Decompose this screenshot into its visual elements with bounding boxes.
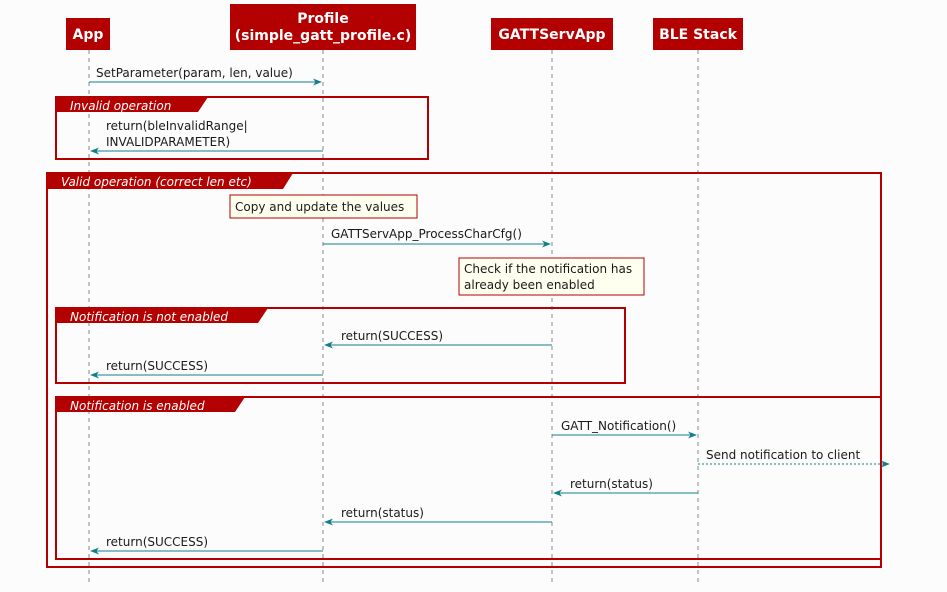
participant-gattservapp: GATTServApp — [491, 18, 613, 50]
message-return-success-profile-2-label: return(SUCCESS) — [106, 535, 208, 549]
participant-blestack: BLE Stack — [653, 18, 743, 50]
message-return-success-profile-1-label: return(SUCCESS) — [106, 359, 208, 373]
message-set-parameter: SetParameter(param, len, value) — [89, 66, 322, 86]
participant-profile: Profile (simple_gatt_profile.c) — [230, 4, 416, 50]
message-process-char-cfg: GATTServApp_ProcessCharCfg() — [323, 227, 551, 248]
message-return-status-gatt-label: return(status) — [341, 506, 424, 520]
message-return-success-gatt-label: return(SUCCESS) — [341, 329, 443, 343]
message-return-status-ble-label: return(status) — [570, 477, 653, 491]
message-send-notification-label: Send notification to client — [706, 448, 860, 462]
frame-notification-not-enabled: Notification is not enabled — [55, 307, 626, 384]
message-gatt-notification: GATT_Notification() — [552, 419, 697, 439]
participant-app-label: App — [73, 27, 104, 43]
message-set-parameter-label: SetParameter(param, len, value) — [96, 66, 293, 80]
message-return-status-gatt: return(status) — [324, 506, 552, 526]
message-send-notification: Send notification to client — [698, 448, 890, 468]
participant-gattservapp-label: GATTServApp — [498, 27, 605, 43]
frame-invalid-operation: Invalid operation — [55, 96, 429, 160]
note-copy-update: Copy and update the values — [229, 194, 418, 219]
frame-valid-title: Valid operation (correct len etc) — [61, 175, 252, 189]
message-gatt-notification-label: GATT_Notification() — [561, 419, 676, 433]
note-check-label-1: Check if the notification has — [464, 262, 632, 276]
participant-profile-label: Profile — [297, 11, 348, 27]
message-return-status-ble: return(status) — [553, 477, 698, 497]
message-return-success-profile-2: return(SUCCESS) — [90, 535, 323, 555]
note-check-label-2: already been enabled — [464, 278, 595, 292]
frame-valid-operation: Valid operation (correct len etc) — [46, 172, 882, 568]
message-process-char-cfg-label: GATTServApp_ProcessCharCfg() — [331, 227, 522, 241]
message-return-invalid-label-2: INVALIDPARAMETER) — [106, 135, 230, 149]
message-return-success-profile-1: return(SUCCESS) — [90, 359, 323, 379]
message-return-success-gatt: return(SUCCESS) — [324, 329, 552, 349]
note-check-notification: Check if the notification has already be… — [458, 257, 645, 296]
note-copy-update-label: Copy and update the values — [235, 200, 404, 214]
message-return-invalid-label-1: return(bleInvalidRange| — [106, 119, 248, 133]
participant-blestack-label: BLE Stack — [659, 27, 738, 43]
frame-notification-enabled: Notification is enabled — [55, 396, 882, 560]
frame-invalid-title: Invalid operation — [70, 99, 171, 113]
frame-not-enabled-title: Notification is not enabled — [70, 310, 228, 324]
message-return-invalid: return(bleInvalidRange| INVALIDPARAMETER… — [90, 119, 323, 155]
participant-app: App — [66, 18, 110, 50]
participant-profile-sublabel: (simple_gatt_profile.c) — [235, 28, 412, 44]
frame-enabled-title: Notification is enabled — [70, 399, 205, 413]
